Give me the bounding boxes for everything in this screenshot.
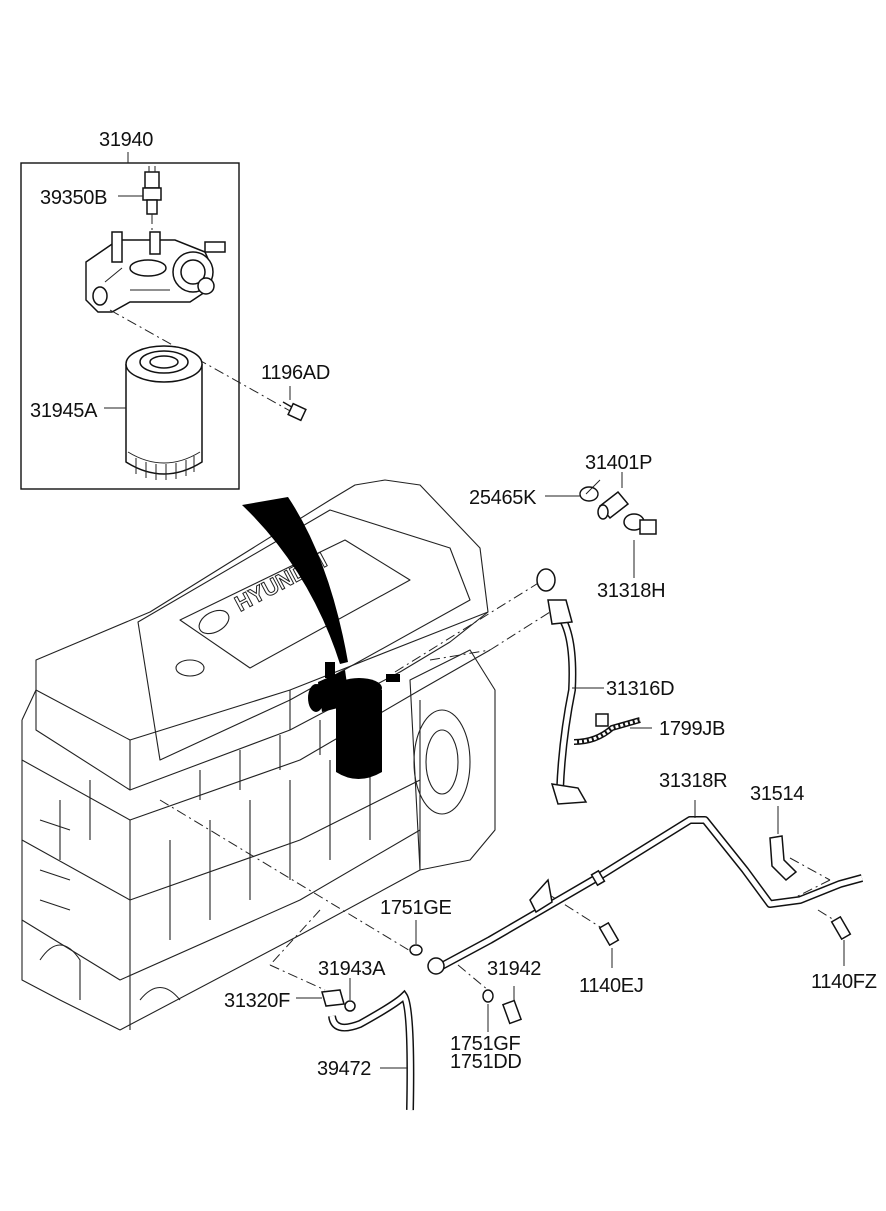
label-1140FZ[interactable]: 1140FZ: [811, 971, 877, 993]
filter-cartridge-31945A[interactable]: [104, 345, 203, 480]
mounted-filter: [308, 662, 400, 779]
filter-head[interactable]: [85, 231, 226, 313]
pipe-31318H[interactable]: [536, 513, 657, 592]
label-39350B[interactable]: 39350B: [40, 187, 108, 209]
o-ring-1751GF[interactable]: [482, 989, 494, 1032]
sensor-39350B[interactable]: [118, 166, 162, 238]
fitting-31401P[interactable]: [597, 472, 630, 520]
label-1799JB[interactable]: 1799JB: [659, 718, 726, 740]
label-31514[interactable]: 31514: [750, 783, 805, 805]
bolt-31942[interactable]: [501, 986, 523, 1025]
label-39472[interactable]: 39472: [317, 1058, 372, 1080]
engine-block: HYUNDAI: [21, 479, 496, 1031]
bolt-1196AD[interactable]: [282, 386, 307, 422]
label-31318R[interactable]: 31318R: [659, 770, 728, 792]
bolt-1140EJ[interactable]: [598, 921, 620, 968]
label-1751GF[interactable]: 1751GF: [450, 1033, 521, 1055]
part-31943A[interactable]: [344, 978, 356, 1012]
bracket-31514[interactable]: [769, 806, 798, 882]
label-31945A[interactable]: 31945A: [30, 400, 98, 422]
fitting-31320F[interactable]: [296, 989, 345, 1007]
bolt-1140FZ[interactable]: [830, 915, 852, 966]
label-31940[interactable]: 31940: [99, 129, 154, 151]
pipe-31318R[interactable]: [427, 800, 864, 975]
clamp-1799JB[interactable]: [573, 713, 652, 745]
label-1196AD[interactable]: 1196AD: [261, 362, 330, 384]
label-31316D[interactable]: 31316D: [606, 678, 675, 700]
label-1140EJ[interactable]: 1140EJ: [579, 975, 644, 997]
label-31943A[interactable]: 31943A: [318, 958, 386, 980]
label-25465K[interactable]: 25465K: [469, 487, 537, 509]
filter-assembly-box: [20, 152, 240, 490]
label-1751DD[interactable]: 1751DD: [450, 1051, 522, 1073]
label-31942[interactable]: 31942: [487, 958, 542, 980]
hose-31316D[interactable]: [547, 599, 604, 805]
label-1751GE[interactable]: 1751GE: [380, 897, 452, 919]
o-ring-1751GE[interactable]: [409, 920, 423, 956]
label-31318H[interactable]: 31318H: [597, 580, 666, 602]
label-31320F[interactable]: 31320F: [224, 990, 291, 1012]
hose-39472[interactable]: [328, 989, 415, 1111]
label-31401P[interactable]: 31401P: [585, 452, 653, 474]
callout-arrow: [242, 497, 348, 664]
o-ring-25465K[interactable]: [545, 486, 599, 502]
